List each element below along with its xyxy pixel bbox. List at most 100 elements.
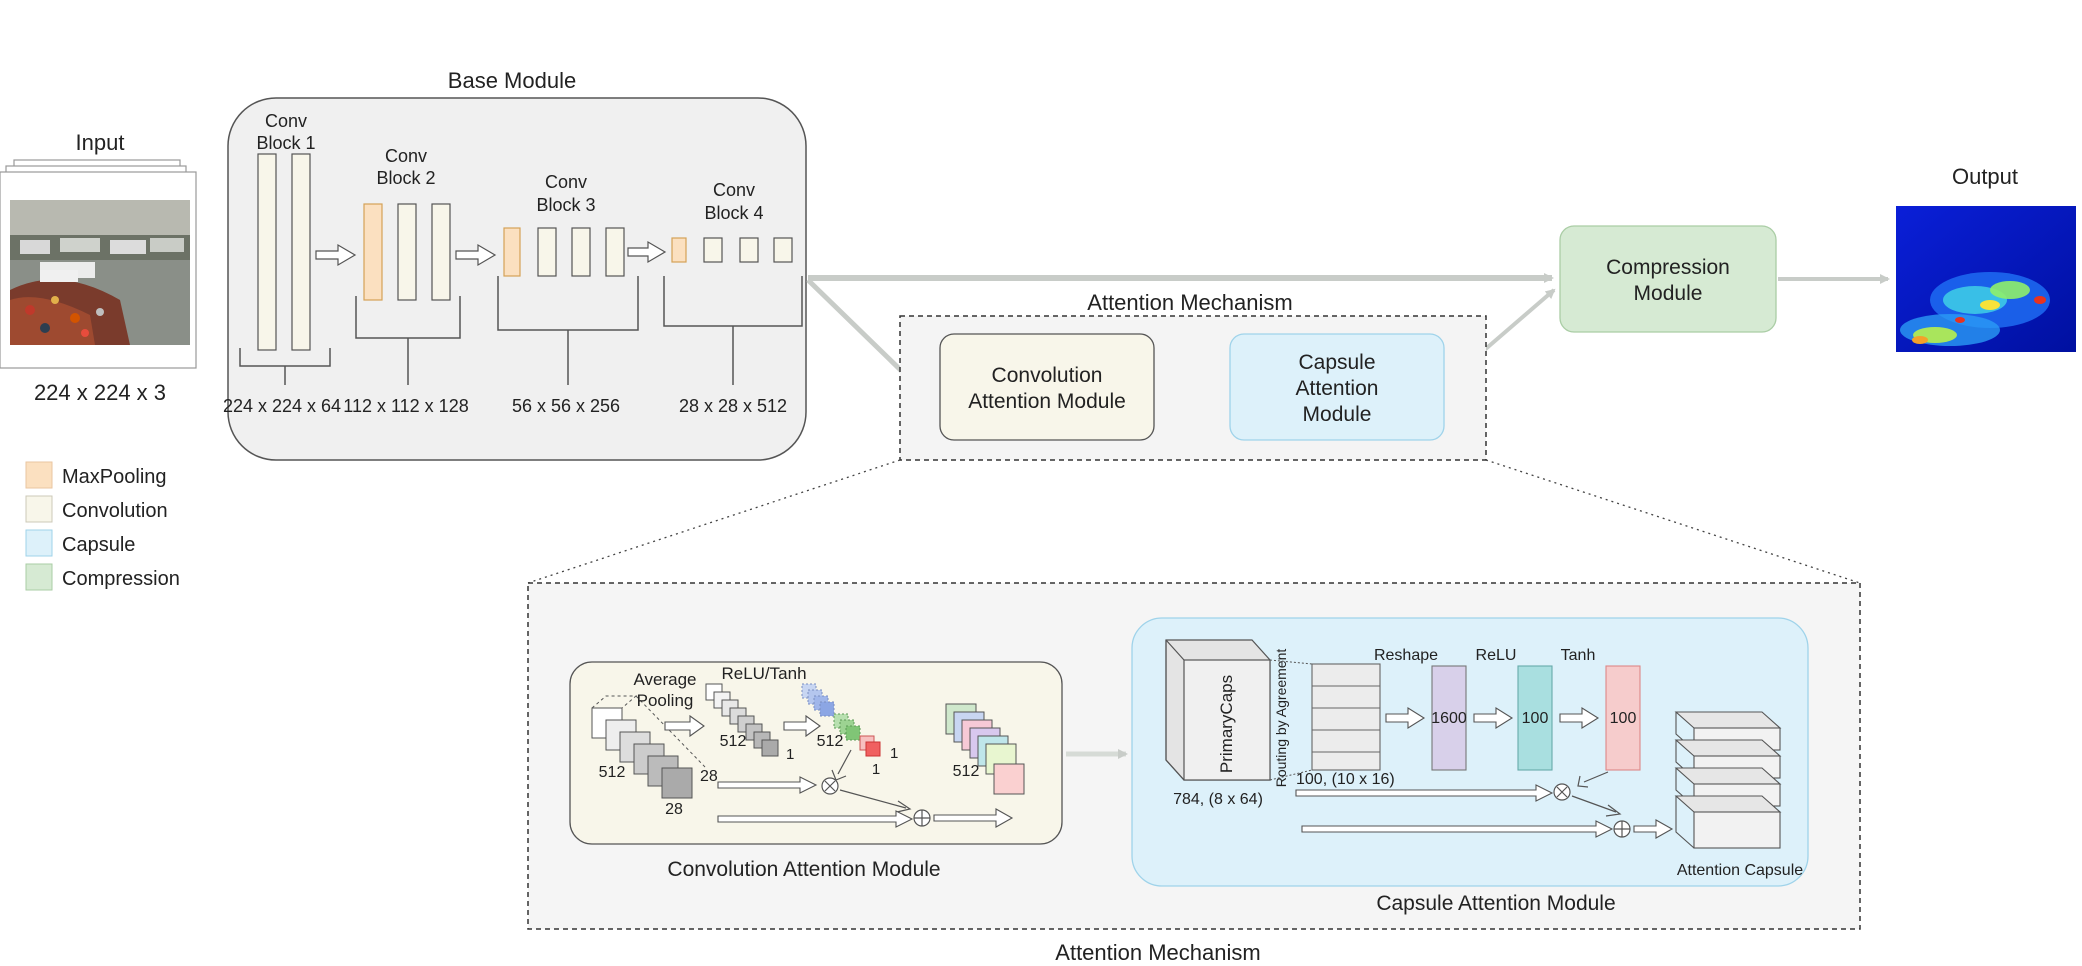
vector-100-relu-label: 100 [1522,710,1549,727]
input-dims: 224 x 224 x 3 [34,380,166,405]
block4-label-l1: Conv [713,180,755,200]
add-symbol [914,810,930,826]
digit-caps-table [1311,663,1381,771]
crowd-photo [10,200,190,345]
block4-conv-1 [703,237,723,263]
block3-conv-1 [537,227,557,277]
arrow-b2-b3 [455,243,497,267]
reshape-label: Reshape [1374,647,1438,664]
block4-conv-3 [773,237,793,263]
compression-box [1559,225,1777,333]
base-module: Base Module Conv Block 1 224 x 224 x 64 … [223,68,807,461]
compression-module: Compression Module [1559,225,1777,333]
arrow-b1-b2 [315,243,357,267]
legend: MaxPooling Convolution Capsule Compressi… [25,461,180,591]
arrow-skip-add [717,810,914,828]
arrow-caps-add-out [1633,819,1674,839]
arrow-relu [1473,707,1514,729]
routing-guide-top [1269,659,1313,665]
caps-attention-label-l1: Capsule [1298,351,1375,374]
block3-label-l2: Block 3 [536,195,595,215]
conv-detail-caption: Convolution Attention Module [667,858,940,881]
arrow-caps-multiply-to-add-head [1605,804,1622,817]
attention-mechanism-top: Attention Mechanism Convolution Attentio… [899,290,1487,461]
attention-detail-panel: Attention Mechanism Convolution Attentio… [527,582,1861,965]
block1-label-l1: Conv [265,111,307,131]
compression-label-l2: Module [1634,282,1703,305]
conv-attention-detail: Convolution Attention Module 512 28 28 A… [569,661,1063,881]
feature-map-stack [591,695,707,799]
vector-100-tanh [1605,665,1641,771]
arrow-relu-tanh [783,714,821,738]
block2-label-l1: Conv [385,146,427,166]
attention-capsule-label: Attention Capsule [1677,862,1803,879]
multiply-symbol [824,780,836,792]
routing-dims: 100, (10 x 16) [1296,771,1395,788]
vector-100-tanh-label: 100 [1610,710,1637,727]
arrow-caps-multiply-to-add [1571,795,1617,813]
attention-title-bottom: Attention Mechanism [1055,940,1260,965]
block3-maxpool [503,227,521,277]
caps-add-symbol [1614,821,1630,837]
relu-vector [801,683,835,717]
block3-conv-2 [571,227,591,277]
primary-caps-block: PrimaryCaps [1165,639,1271,781]
block4-conv-2 [739,237,759,263]
caps-attention-detail: Capsule Attention Module PrimaryCaps 784… [1131,617,1809,915]
relu-tanh-label: ReLU/Tanh [721,664,806,683]
arrow-reshape [1385,707,1426,729]
arrow-tanh [1559,707,1600,729]
conv-label-512b: 512 [720,733,747,750]
arrow-tanh-to-multiply [1583,771,1609,783]
conv-detail-box [569,661,1063,845]
density-hotspots [1900,272,2050,346]
arrow-caps-skip-multiply [1295,784,1554,802]
pooled-vector-stack [705,683,779,757]
legend-swatch-capsule [25,529,53,557]
relu-label: ReLU [1476,647,1517,664]
vector-1600 [1431,665,1467,771]
arrow-multiply-to-add [839,789,907,809]
legend-swatch-maxpooling [25,461,53,489]
caps-attention-label-l2: Attention [1296,377,1379,400]
legend-label-convolution: Convolution [62,500,168,522]
vector-1600-label: 1600 [1431,710,1467,727]
conv-label-28b: 28 [665,801,683,818]
base-module-box [227,97,807,461]
caps-multiply-symbol [1556,786,1568,798]
tanh-label: Tanh [1561,647,1596,664]
conv-attention-label-l2: Attention Module [968,390,1126,413]
conv-label-1c: 1 [872,761,880,778]
conv-attention-module-box [939,333,1155,441]
arrow-tanh-to-multiply-head [1577,775,1589,788]
conv-label-512a: 512 [599,764,626,781]
red-vector [865,741,881,757]
conv-label-1a: 1 [786,746,794,763]
block1-conv-2 [291,153,311,351]
block2-bracket [355,296,461,385]
block4-bracket [663,276,803,385]
vector-100-relu [1517,665,1553,771]
flow-arrows [806,273,1890,391]
zoom-line-left [527,459,901,584]
legend-label-maxpooling: MaxPooling [62,466,167,488]
conv-label-512d: 512 [953,763,980,780]
zoom-line-right [1485,459,1861,584]
primary-caps-dims: 784, (8 x 64) [1173,791,1263,808]
block1-label-l2: Block 1 [256,133,315,153]
block2-dims: 112 x 112 x 128 [343,396,468,416]
routing-guide-bottom [1269,769,1313,781]
block4-maxpool [671,237,687,263]
block4-dims: 28 x 28 x 512 [679,396,787,416]
output-group: Output [1896,164,2076,352]
conv-attention-label-l1: Convolution [992,364,1103,387]
arrow-base-to-conv-attention [806,278,917,386]
block1-bracket [239,348,331,385]
avg-pool-label-l1: Average [633,670,696,689]
attended-feature-stack [945,703,1025,795]
input-group: Input 224 x 224 x 3 [0,130,197,405]
arrow-caps-skip-add [1301,820,1614,838]
caps-detail-caption: Capsule Attention Module [1376,892,1615,915]
block1-dims: 224 x 224 x 64 [223,396,341,416]
